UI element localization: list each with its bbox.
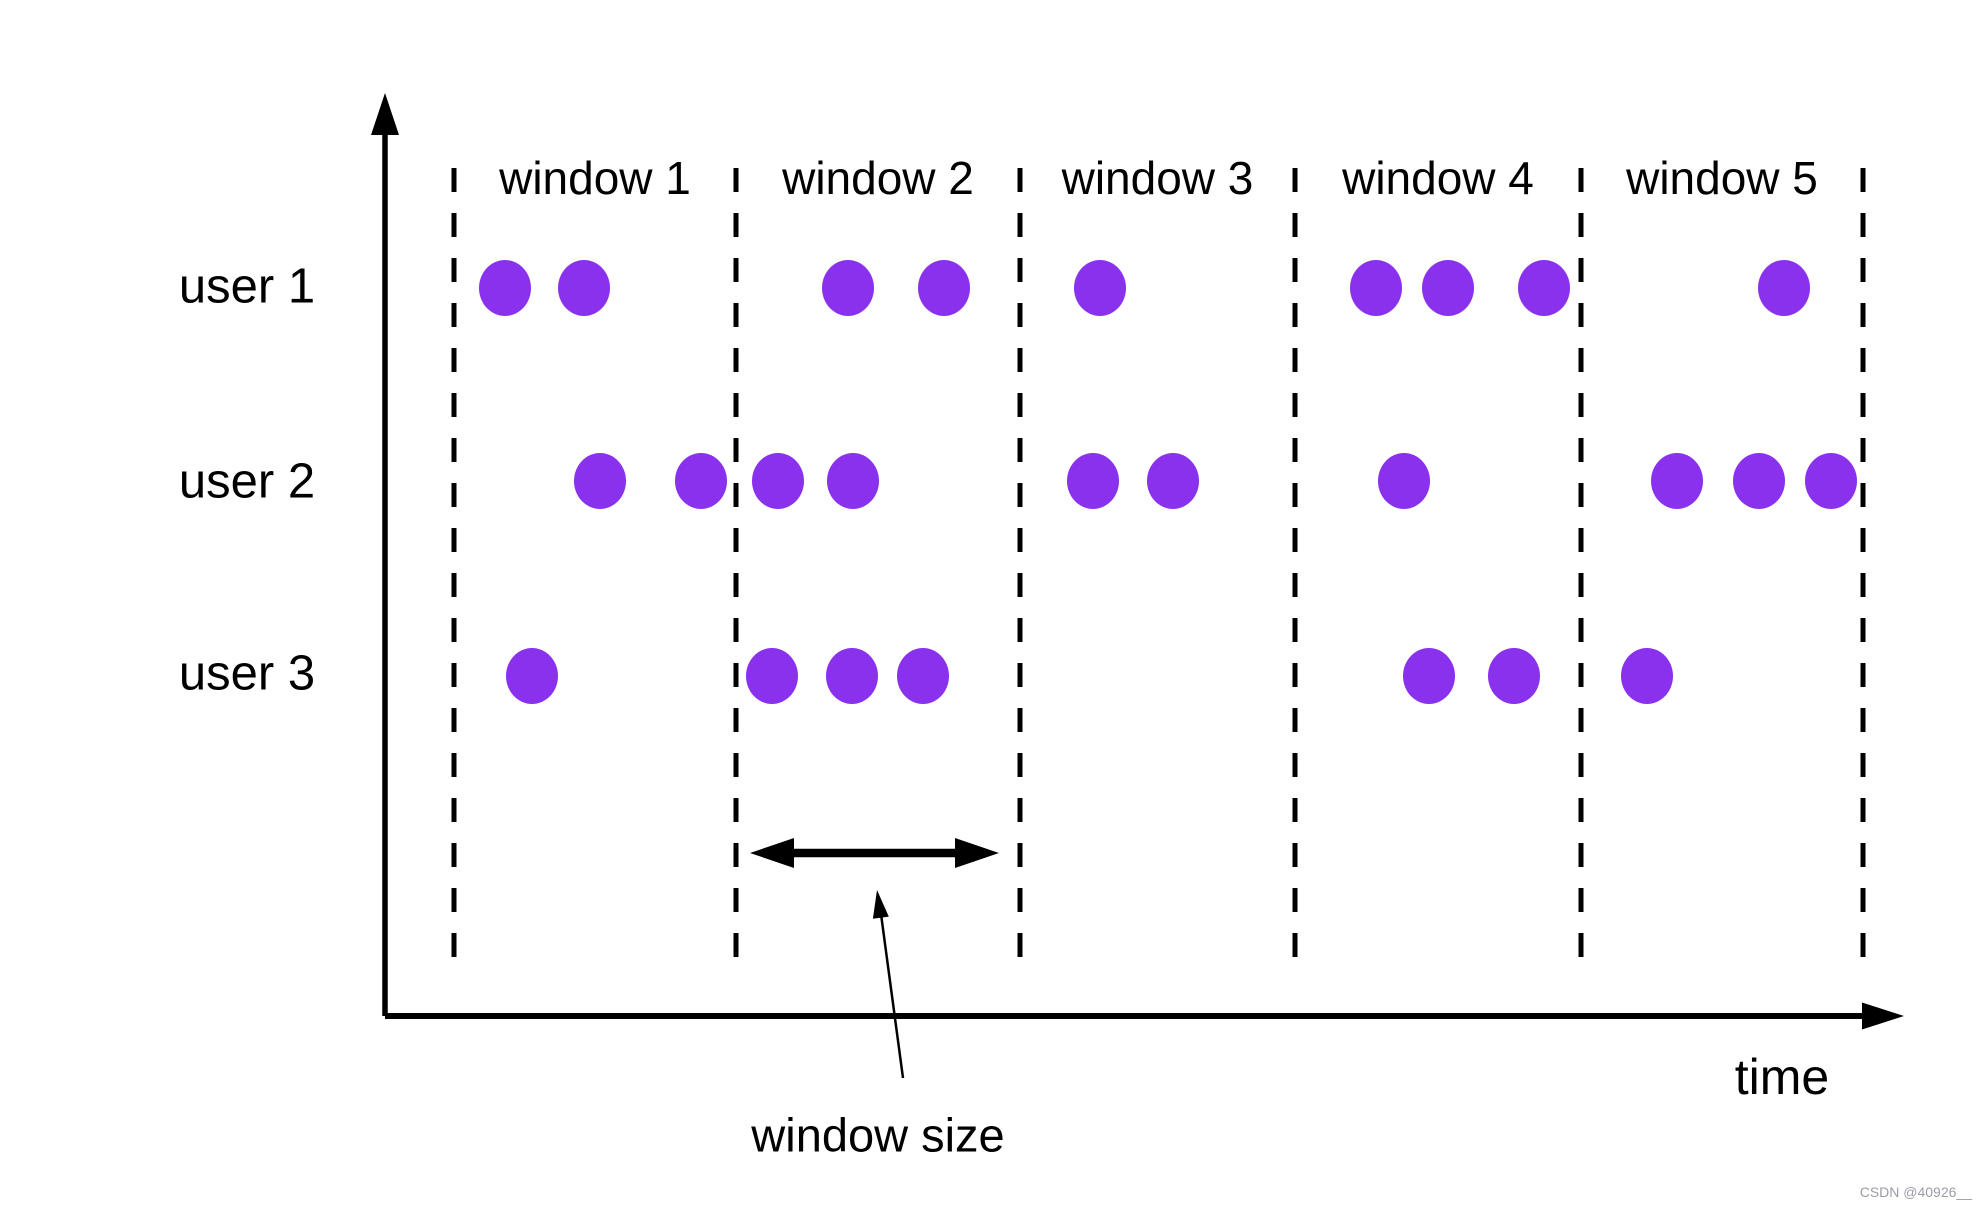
event-dot-user1 bbox=[1350, 260, 1402, 316]
watermark: CSDN @40926__ bbox=[1859, 1184, 1972, 1200]
window-size-pointer-line bbox=[879, 913, 905, 1079]
event-dot-user1 bbox=[918, 260, 970, 316]
window-4-label: window 4 bbox=[1342, 152, 1534, 204]
event-dot-user2 bbox=[1651, 453, 1703, 509]
event-dot-user3 bbox=[746, 648, 798, 704]
event-dot-user3 bbox=[1621, 648, 1673, 704]
user-1-label: user 1 bbox=[178, 259, 316, 314]
event-dot-user1 bbox=[479, 260, 531, 316]
window-size-arrowhead-right bbox=[955, 838, 999, 868]
event-dot-user1 bbox=[1758, 260, 1810, 316]
event-dot-user2 bbox=[1733, 453, 1785, 509]
event-dot-user3 bbox=[1488, 648, 1540, 704]
event-dot-user2 bbox=[827, 453, 879, 509]
window-size-arrowhead-left bbox=[750, 838, 794, 868]
event-dot-user1 bbox=[1422, 260, 1474, 316]
window-3-label: window 3 bbox=[1061, 152, 1254, 204]
event-dot-user3 bbox=[506, 648, 558, 704]
window-size-pointer-arrowhead bbox=[872, 890, 889, 919]
event-dot-user2 bbox=[675, 453, 727, 509]
event-dot-user1 bbox=[1074, 260, 1126, 316]
event-dot-user1 bbox=[1518, 260, 1570, 316]
window-size-label: window size bbox=[751, 1108, 1005, 1162]
event-dot-user2 bbox=[1147, 453, 1199, 509]
window-2-label: window 2 bbox=[782, 152, 974, 204]
event-dot-user2 bbox=[1067, 453, 1119, 509]
event-dot-user2 bbox=[1378, 453, 1430, 509]
event-dot-user3 bbox=[897, 648, 949, 704]
x-axis-arrowhead bbox=[1862, 1002, 1904, 1030]
window-5-label: window 5 bbox=[1626, 152, 1818, 204]
event-dot-user2 bbox=[1805, 453, 1857, 509]
y-axis-arrowhead bbox=[371, 93, 399, 135]
event-dot-user2 bbox=[574, 453, 626, 509]
event-dot-user3 bbox=[1403, 648, 1455, 704]
event-dot-user2 bbox=[752, 453, 804, 509]
event-dot-user1 bbox=[558, 260, 610, 316]
user-2-label: user 2 bbox=[178, 454, 316, 509]
window-1-label: window 1 bbox=[499, 152, 691, 204]
user-3-label: user 3 bbox=[178, 646, 316, 701]
event-dot-user1 bbox=[822, 260, 874, 316]
event-dot-user3 bbox=[826, 648, 878, 704]
time-axis-label: time bbox=[1734, 1049, 1830, 1105]
